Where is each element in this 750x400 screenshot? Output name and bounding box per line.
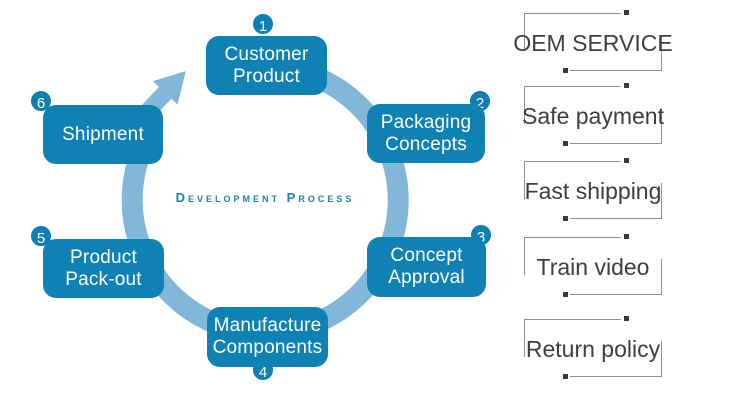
frame-dot-bottom bbox=[563, 68, 568, 73]
step-label-line: Shipment bbox=[62, 123, 144, 145]
frame-corner-bottom-right bbox=[570, 183, 662, 219]
feature-item-safe-payment: Safe payment bbox=[522, 83, 664, 146]
feature-label: Safe payment bbox=[522, 103, 664, 129]
diagram-title: Development Process bbox=[175, 190, 355, 205]
step-box-customer-product: Customer Product bbox=[206, 36, 327, 95]
step-label-line: Manufacture bbox=[213, 315, 322, 336]
feature-label: Return policy bbox=[525, 336, 661, 362]
frame-corner-top-left bbox=[524, 237, 621, 275]
frame-dot-top bbox=[624, 158, 629, 163]
step-label-line: Packaging bbox=[380, 111, 472, 133]
step-box-shipment: Shipment bbox=[43, 105, 163, 164]
frame-corner-top-left bbox=[524, 86, 621, 124]
frame-corner-top-left bbox=[524, 161, 621, 199]
frame-dot-top bbox=[624, 234, 629, 239]
step-box-product-pack-out: Product Pack-out bbox=[43, 239, 164, 298]
step-label-line: Components bbox=[212, 337, 323, 358]
feature-label: Train video bbox=[536, 254, 650, 280]
frame-corner-bottom-right bbox=[570, 341, 662, 377]
step-label-line: Approval bbox=[388, 267, 465, 288]
frame-dot-bottom bbox=[563, 141, 568, 146]
step-label-line: Product bbox=[233, 65, 300, 87]
frame-dot-top bbox=[624, 83, 629, 88]
frame-corner-top-left bbox=[524, 319, 621, 357]
frame-dot-top bbox=[624, 10, 629, 15]
development-process-diagram: 1 2 3 4 5 6 Customer Product Packaging C… bbox=[28, 11, 494, 383]
step-label-line: Product bbox=[70, 246, 137, 268]
step-label-line: Concepts bbox=[385, 133, 467, 155]
frame-dot-bottom bbox=[563, 374, 568, 379]
step-box-manufacture-components: Manufacture Components bbox=[207, 307, 328, 367]
step-badge-1: 1 bbox=[250, 11, 276, 37]
feature-item-return-policy: Return policy bbox=[524, 316, 662, 379]
step-box-concept-approval: Concept Approval bbox=[367, 237, 486, 297]
frame-corner-bottom-right bbox=[570, 35, 662, 71]
step-box-packaging-concepts: Packaging Concepts bbox=[367, 104, 485, 163]
feature-item-oem-service: OEM SERVICE bbox=[513, 10, 673, 73]
frame-dot-bottom bbox=[563, 292, 568, 297]
frame-corner-bottom-right bbox=[570, 259, 662, 295]
frame-dot-top bbox=[624, 316, 629, 321]
step-label-line: Customer bbox=[224, 43, 309, 65]
frame-dot-bottom bbox=[563, 216, 568, 221]
step-label-line: Concept bbox=[390, 245, 463, 266]
feature-item-train-video: Train video bbox=[524, 234, 662, 297]
step-label-line: Pack-out bbox=[65, 268, 142, 290]
frame-corner-top-left bbox=[524, 13, 621, 51]
feature-label: OEM SERVICE bbox=[513, 30, 673, 56]
feature-label: Fast shipping bbox=[524, 178, 662, 204]
frame-corner-bottom-right bbox=[570, 108, 662, 144]
feature-item-fast-shipping: Fast shipping bbox=[524, 158, 662, 221]
